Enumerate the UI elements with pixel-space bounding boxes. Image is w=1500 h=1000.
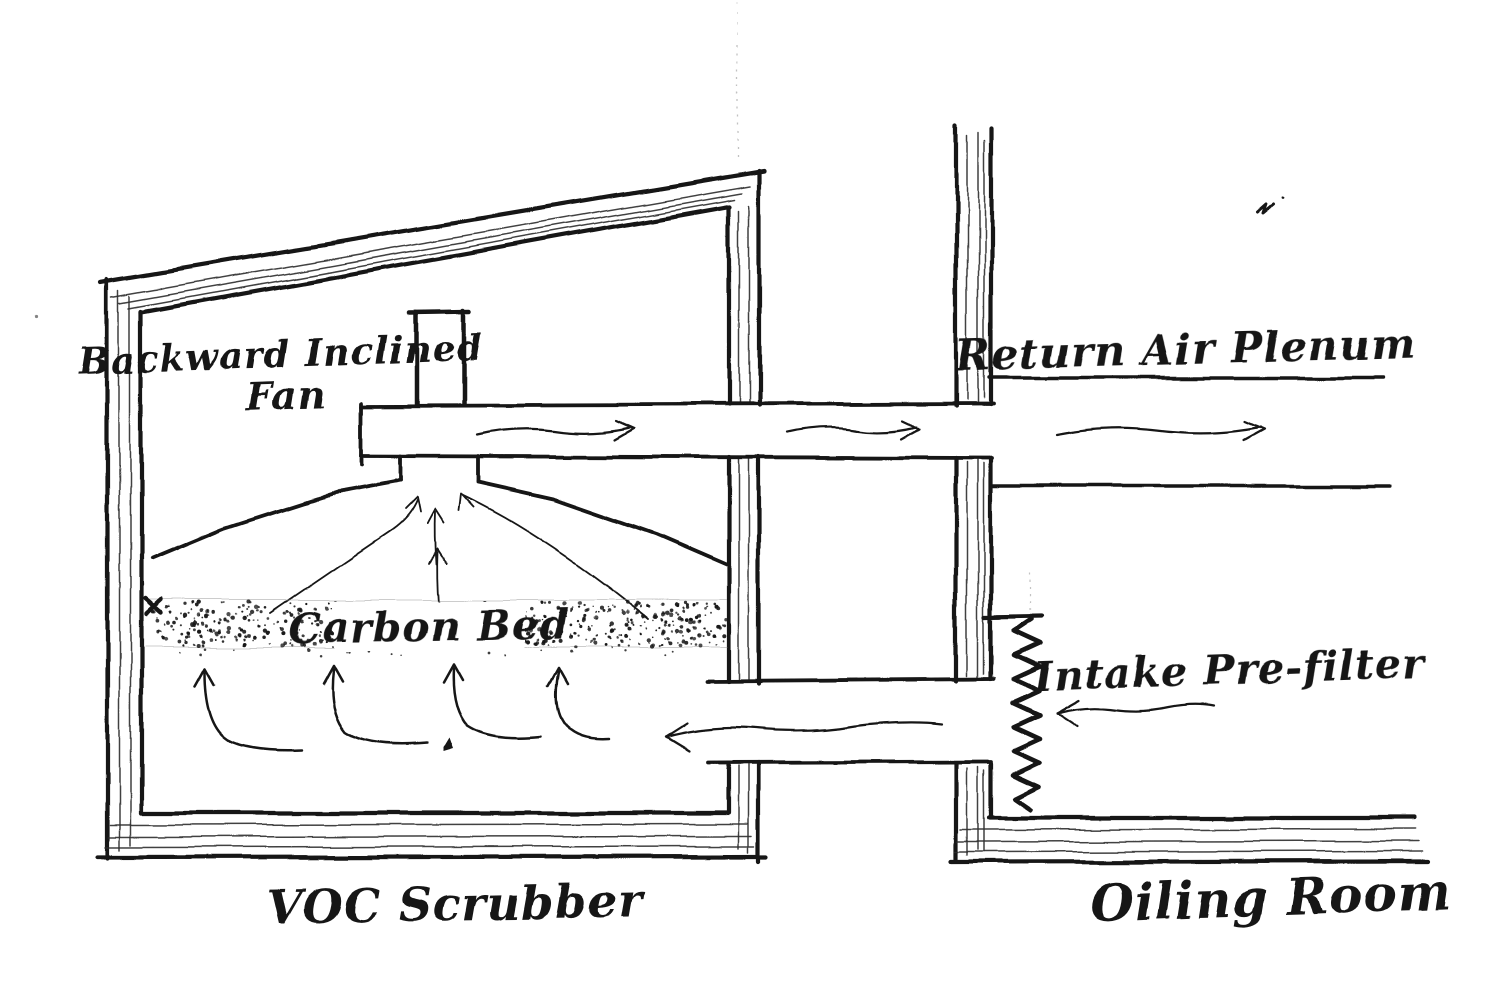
return-duct	[359, 401, 996, 483]
voc-top-wall	[97, 168, 767, 315]
return-duct-flow-arrows	[475, 419, 1267, 442]
voc-bottom-wall	[94, 810, 770, 860]
carbon-bed	[142, 596, 728, 657]
voc-left-wall	[104, 276, 144, 861]
intake-duct	[664, 677, 996, 765]
return-air-plenum-label: Return Air Plenum	[954, 319, 1417, 380]
oiling-room-label: Oiling Room	[1089, 862, 1452, 934]
ink-blot	[444, 738, 454, 752]
carbon-bed-label: Carbon Bed	[288, 601, 569, 654]
return-air-plenum-lines	[987, 376, 1391, 488]
scan-artifact-line	[34, 2, 738, 320]
labels: Backward Inclined Fan Return Air Plenum …	[76, 319, 1452, 934]
voc-right-wall	[726, 168, 762, 864]
oiling-room-floor	[948, 815, 1433, 865]
intake-label-arrow	[1054, 698, 1216, 729]
voc-scrubber-label: VOC Scrubber	[266, 874, 646, 935]
partition-wall	[953, 122, 994, 864]
fan-inlet-flow-arrows	[269, 492, 650, 620]
fan-label-line2: Fan	[244, 372, 327, 420]
fan-inlet-hood	[150, 479, 731, 567]
ink-linework	[34, 2, 1433, 865]
ink-scribble	[1254, 196, 1285, 216]
intake-prefilter-label: Intake Pre-filter	[1032, 639, 1428, 701]
carbon-bed-upflow-arrows	[193, 662, 610, 752]
fan-housing	[408, 309, 473, 407]
carbon-bed-label-pocket	[333, 601, 525, 651]
prefilter-coil	[982, 573, 1044, 813]
